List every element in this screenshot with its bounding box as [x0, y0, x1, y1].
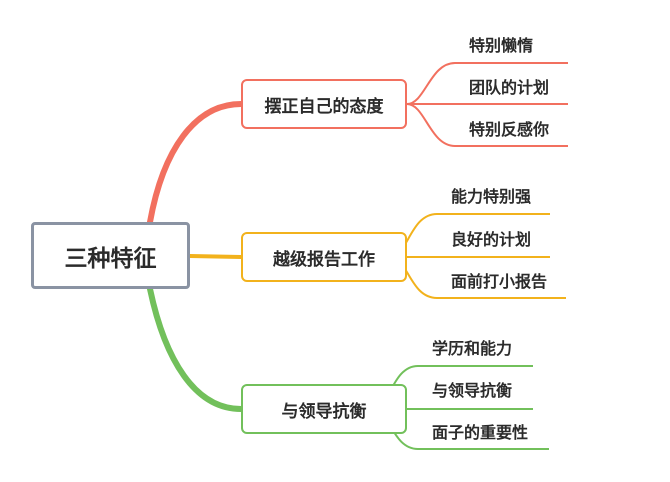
branch-node-rival-leader[interactable]: 与领导抗衡	[241, 384, 407, 434]
leaf-node[interactable]: 良好的计划	[451, 230, 532, 249]
connector-branch-0-leaf-0	[406, 62, 568, 105]
branch-node-attitude[interactable]: 摆正自己的态度	[241, 79, 407, 129]
leaf-node[interactable]: 特别懒惰	[469, 36, 534, 55]
leaf-node[interactable]: 团队的计划	[469, 78, 550, 97]
leaf-node[interactable]: 特别反感你	[469, 120, 550, 139]
branch-node-label: 越级报告工作	[273, 249, 375, 270]
connector-root-branch-2	[147, 286, 246, 412]
leaf-node[interactable]: 面前打小报告	[451, 272, 548, 291]
leaf-node[interactable]: 面子的重要性	[432, 423, 529, 442]
branch-node-label: 与领导抗衡	[281, 401, 367, 422]
branch-node-label: 摆正自己的态度	[264, 96, 384, 117]
leaf-node[interactable]: 学历和能力	[432, 339, 513, 358]
root-node-label: 三种特征	[64, 245, 157, 272]
root-node[interactable]: 三种特征	[31, 222, 190, 289]
connector-root-branch-1	[188, 254, 243, 259]
branch-node-skip-level-report[interactable]: 越级报告工作	[241, 232, 407, 282]
leaf-node[interactable]: 与领导抗衡	[432, 381, 513, 400]
leaf-node[interactable]: 能力特别强	[451, 187, 532, 206]
connector-root-branch-0	[147, 101, 246, 225]
connector-branch-0-leaf-2	[406, 103, 568, 147]
